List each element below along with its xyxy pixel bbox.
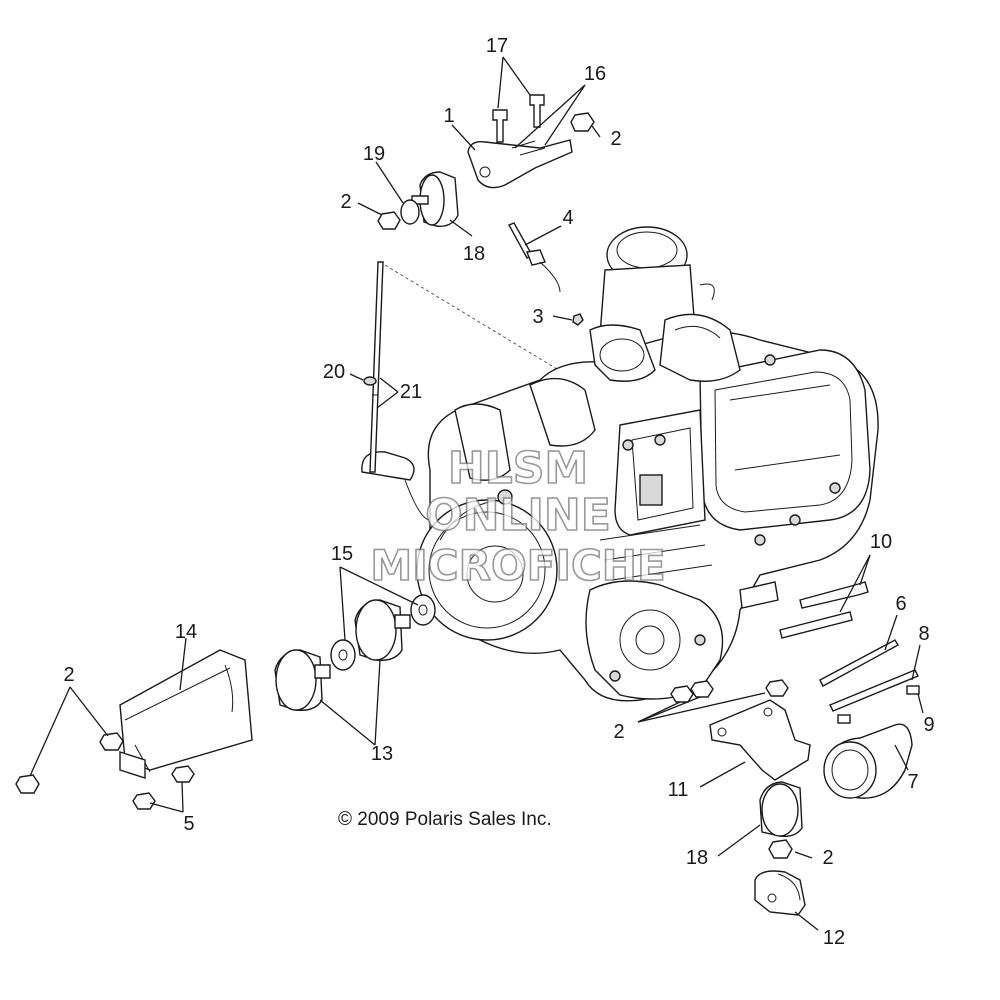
part-18-rubber-mount-top bbox=[411, 171, 459, 227]
watermark-line2: ONLINE bbox=[425, 490, 611, 541]
part-10-bolt-a bbox=[779, 611, 853, 639]
part-21-dipstick bbox=[369, 261, 384, 473]
callout-11: 11 bbox=[668, 779, 689, 801]
part-2-nut-bottom bbox=[768, 839, 793, 859]
callout-7: 7 bbox=[907, 771, 918, 793]
part-9-bushing-b bbox=[837, 714, 851, 724]
callout-6: 6 bbox=[895, 593, 906, 615]
callout-2-left: 2 bbox=[63, 664, 74, 686]
part-4-sensor bbox=[508, 222, 561, 293]
callout-18-top: 18 bbox=[463, 243, 485, 265]
part-10-bolt-b bbox=[799, 581, 869, 609]
part-3-small-nut bbox=[572, 313, 584, 326]
callout-3: 3 bbox=[532, 306, 543, 328]
callout-15: 15 bbox=[331, 543, 353, 565]
part-5-nut-b bbox=[171, 765, 195, 783]
part-13-rubber-mount-b bbox=[354, 599, 411, 661]
callout-9: 9 bbox=[923, 714, 934, 736]
part-2-nut-left-a bbox=[99, 732, 124, 751]
part-15-washer-b bbox=[410, 594, 436, 626]
part-2-nut-top-left bbox=[377, 211, 401, 230]
part-2-nut-top bbox=[570, 112, 595, 132]
part-5-nut-a bbox=[132, 792, 156, 810]
leader-lines bbox=[29, 56, 924, 931]
part-15-washer-a-hole bbox=[338, 649, 348, 661]
part-20-o-ring bbox=[363, 376, 377, 386]
callout-18-lower: 18 bbox=[686, 847, 708, 869]
callout-4: 4 bbox=[562, 207, 573, 229]
callout-16: 16 bbox=[584, 63, 606, 85]
watermark-line3: MICROFICHE bbox=[370, 541, 665, 590]
part-9-bushing-a bbox=[906, 685, 920, 695]
part-15-washer-b-hole bbox=[418, 604, 428, 616]
callout-19: 19 bbox=[363, 143, 385, 165]
callout-2-bottom: 2 bbox=[822, 847, 833, 869]
part-17-bolt-a bbox=[492, 109, 508, 143]
part-2-nut-left-b bbox=[15, 774, 40, 794]
part-18-rubber-mount-lower bbox=[759, 781, 803, 838]
copyright-notice: © 2009 Polaris Sales Inc. bbox=[338, 809, 552, 830]
callout-20: 20 bbox=[323, 361, 345, 383]
callout-2-top: 2 bbox=[610, 128, 621, 150]
part-14-side-bracket bbox=[119, 649, 253, 779]
part-11-lower-bracket bbox=[709, 699, 811, 781]
callout-10: 10 bbox=[870, 531, 892, 553]
part-8-gasket bbox=[829, 669, 919, 712]
callout-2-top-left: 2 bbox=[340, 191, 351, 213]
part-2-nut-lower-b bbox=[690, 680, 714, 698]
part-17-bolt-b bbox=[529, 94, 545, 128]
part-7-exhaust-elbow bbox=[823, 723, 913, 799]
callout-14: 14 bbox=[175, 621, 197, 643]
callout-2-lower: 2 bbox=[613, 721, 624, 743]
engine-assembly bbox=[361, 226, 879, 702]
part-16-pin-b bbox=[519, 147, 546, 156]
part-1-upper-bracket bbox=[467, 139, 573, 189]
watermark-line1: HLSM bbox=[448, 443, 588, 494]
callout-labels: 17 16 1 2 19 2 4 18 3 20 21 15 10 6 14 8… bbox=[63, 35, 934, 949]
part-19-washer bbox=[400, 199, 420, 225]
part-12-heat-shield-bracket bbox=[754, 870, 806, 916]
part-6-gasket bbox=[819, 639, 899, 687]
watermark: HLSM ONLINE MICROFICHE bbox=[370, 442, 667, 591]
callout-13: 13 bbox=[371, 743, 393, 765]
callout-1: 1 bbox=[443, 105, 454, 127]
callout-8: 8 bbox=[918, 623, 929, 645]
callout-5: 5 bbox=[183, 813, 194, 835]
callout-17: 17 bbox=[486, 35, 508, 57]
part-13-rubber-mount-a bbox=[274, 649, 331, 711]
part-15-washer-a bbox=[330, 639, 356, 671]
callout-12: 12 bbox=[823, 927, 845, 949]
callout-21: 21 bbox=[400, 381, 422, 403]
part-2-nut-lower-c bbox=[765, 679, 789, 697]
part-1-hole bbox=[479, 166, 491, 178]
